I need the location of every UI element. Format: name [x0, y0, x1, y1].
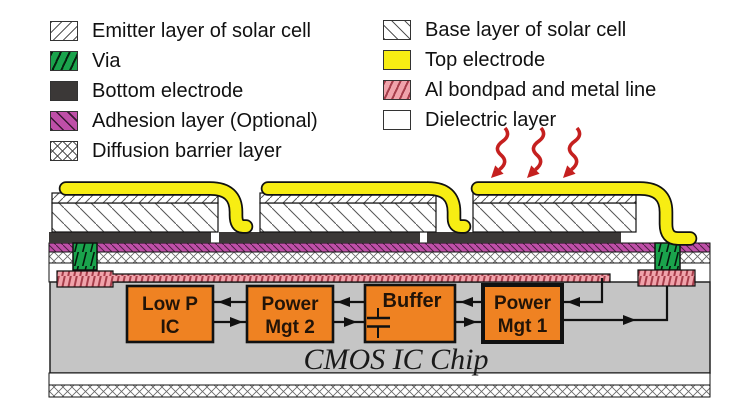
block-power-mgt-1-line1: Power [494, 293, 552, 314]
cmos-ic-chip-label: CMOS IC Chip [303, 343, 488, 376]
legend-item-dielectric: Dielectric layer [383, 109, 656, 131]
arrow-left-icon [337, 297, 350, 307]
block-low-p-ic: Low P IC [125, 284, 215, 344]
arrow-left-icon [567, 297, 580, 307]
top-electrode-swatch-icon [383, 50, 411, 70]
top-electrode-1 [58, 181, 254, 234]
legend-item-diffusion-barrier: Diffusion barrier layer [50, 140, 318, 162]
legend-label: Via [92, 50, 121, 72]
light-arrow-icon [563, 126, 582, 178]
solar-cell-2 [259, 192, 437, 233]
base-layer-swatch-icon [383, 20, 411, 40]
al-bondpad-and-metal-line [56, 270, 611, 288]
block-power-mgt-1: Power Mgt 1 [481, 283, 564, 344]
top-electrodes [58, 181, 698, 246]
al-bondpad-swatch-icon [383, 80, 411, 100]
arrow-left-icon [460, 297, 473, 307]
dielectric-swatch-icon [383, 110, 411, 130]
legend-item-via: Via [50, 50, 318, 72]
block-power-mgt-2: Power Mgt 2 [245, 284, 335, 344]
solar-cell-1 [51, 192, 219, 233]
legend-item-al-bondpad: Al bondpad and metal line [383, 79, 656, 101]
legend-right-column: Base layer of solar cell Top electrode A… [383, 19, 656, 139]
ic-blocks: Low P IC Power Mgt 2 Buffer Power Mgt 1 [125, 283, 564, 344]
block-power-mgt-1-line2: Mgt 1 [498, 316, 548, 337]
block-power-mgt-2-line1: Power [261, 294, 319, 315]
al-bondpad-right [637, 269, 696, 287]
solar-cells [51, 192, 637, 233]
bottom-electrode-segment-2 [219, 232, 420, 243]
chip-wiring [213, 278, 669, 327]
legend-left-column: Emitter layer of solar cell Via Bottom e… [50, 20, 318, 170]
base-layer-cell-2 [259, 202, 437, 233]
block-power-mgt-2-line2: Mgt 2 [265, 317, 315, 338]
light-arrow-icon [491, 126, 510, 178]
top-electrode-3 [470, 181, 698, 246]
adhesion-layer [48, 242, 711, 253]
legend-item-adhesion: Adhesion layer (Optional) [50, 110, 318, 132]
bottom-electrode-segments [49, 232, 621, 243]
legend-item-emitter: Emitter layer of solar cell [50, 20, 318, 42]
arrow-right-icon [230, 317, 243, 327]
legend-label: Bottom electrode [92, 80, 244, 102]
block-buffer-label: Buffer [383, 290, 442, 312]
block-buffer: Buffer [363, 283, 457, 344]
capacitor-icon [367, 308, 390, 338]
light-arrow-icon [527, 126, 546, 178]
bottom-electrode-swatch-icon [50, 81, 78, 101]
legend-label: Adhesion layer (Optional) [92, 110, 318, 132]
bottom-electrode-segment-3 [427, 232, 621, 243]
emitter-swatch-icon [50, 21, 78, 41]
legend-label: Emitter layer of solar cell [92, 20, 311, 42]
legend-label: Top electrode [425, 49, 546, 71]
arrow-right-icon [464, 317, 477, 327]
arrow-right-icon [344, 317, 357, 327]
legend-item-base-layer: Base layer of solar cell [383, 19, 656, 41]
arrow-left-icon [218, 297, 231, 307]
base-layer-cell-3 [472, 202, 637, 233]
legend-label: Diffusion barrier layer [92, 140, 282, 162]
adhesion-swatch-icon [50, 111, 78, 131]
block-low-p-ic-line1: Low P [142, 294, 198, 315]
arrow-right-icon [623, 315, 636, 325]
block-low-p-ic-line2: IC [161, 317, 180, 338]
diffusion-barrier-swatch-icon [50, 141, 78, 161]
solar-cell-3 [472, 192, 637, 233]
legend-item-top-electrode: Top electrode [383, 49, 656, 71]
via-swatch-icon [50, 51, 78, 71]
sunlight-arrows [491, 126, 582, 178]
via-right [654, 242, 681, 271]
via-left [72, 242, 98, 271]
base-layer-cell-1 [51, 202, 219, 233]
legend-label: Dielectric layer [425, 109, 557, 131]
diffusion-barrier-layer-top [48, 251, 711, 264]
legend-label: Base layer of solar cell [425, 19, 627, 41]
legend-item-bottom-electrode: Bottom electrode [50, 80, 318, 102]
legend-label: Al bondpad and metal line [425, 79, 657, 101]
top-electrode-2 [260, 181, 472, 234]
bottom-electrode-segment-1 [49, 232, 211, 243]
diffusion-barrier-layer-bottom [48, 384, 711, 398]
